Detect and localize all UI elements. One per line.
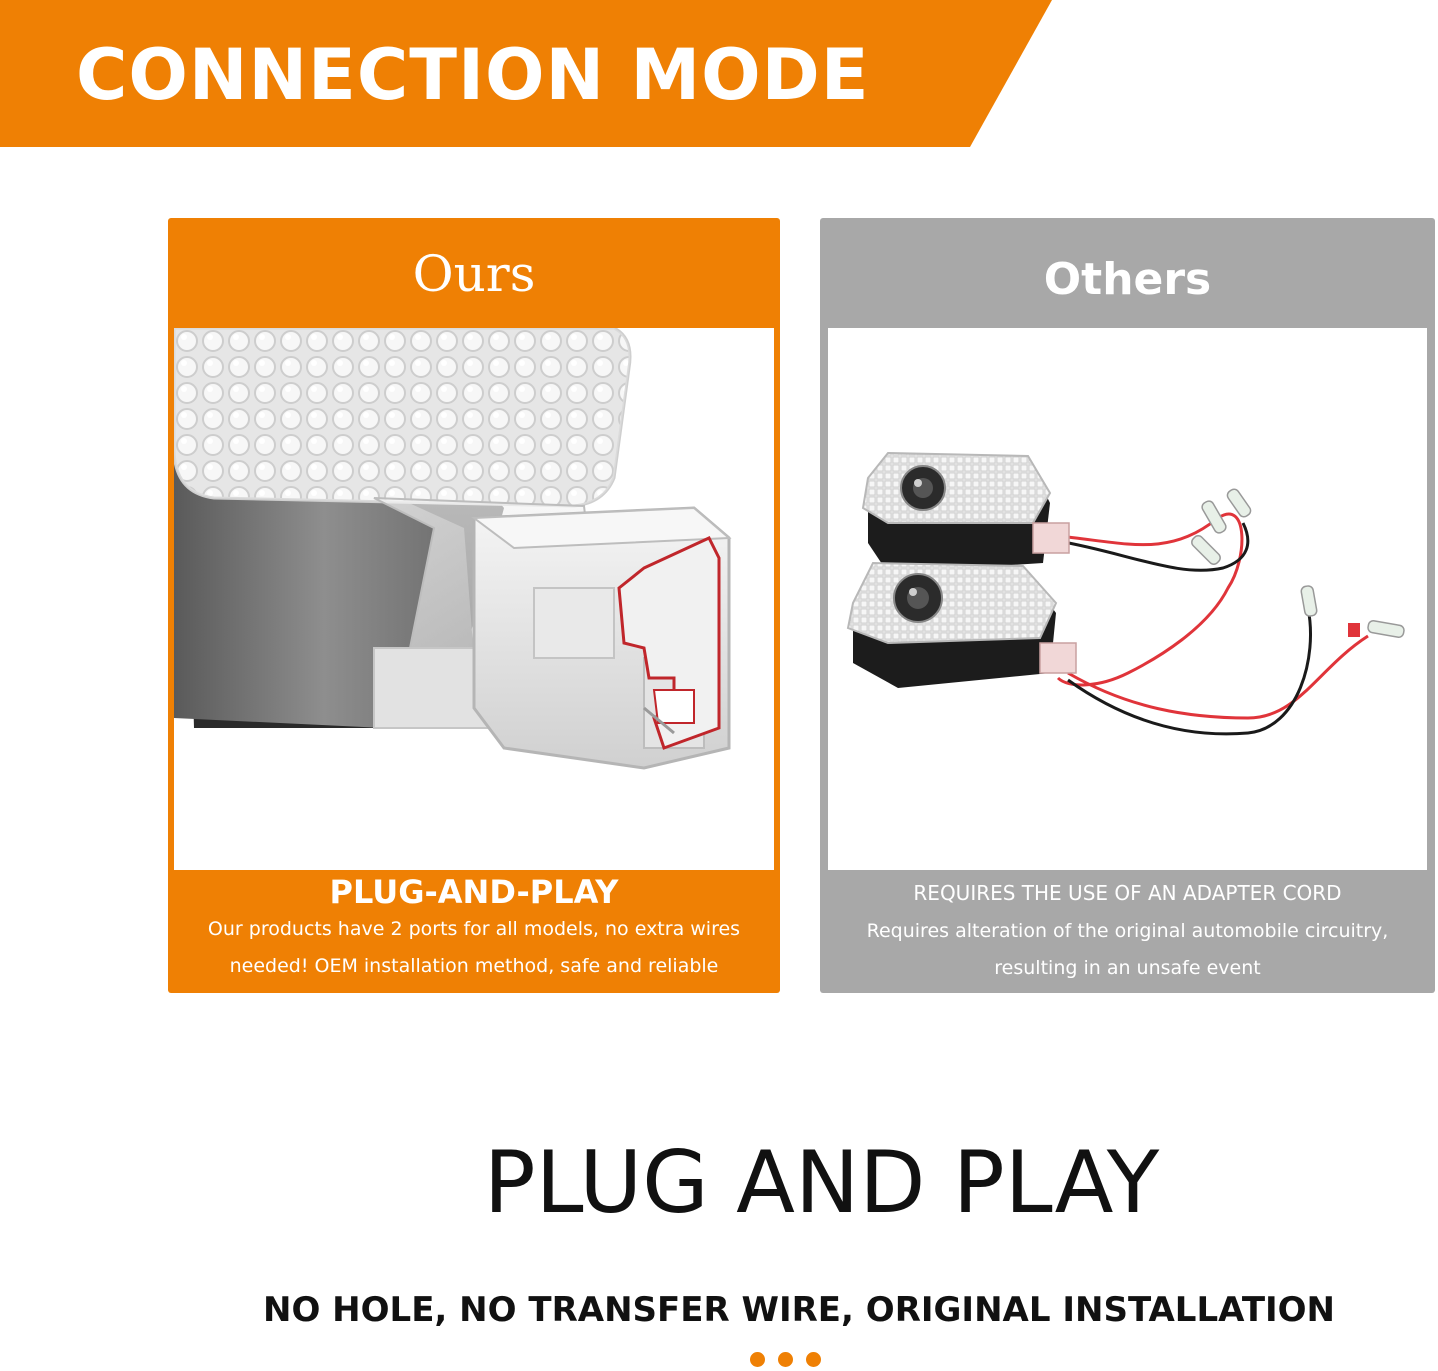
others-caption: REQUIRES THE USE OF AN ADAPTER CORD Requ… (820, 873, 1435, 987)
others-panel: Others (820, 218, 1435, 993)
banner-title: CONNECTION MODE (76, 34, 870, 116)
others-description-line-2: resulting in an unsafe event (994, 957, 1261, 979)
header-banner: CONNECTION MODE (0, 0, 1438, 150)
connector-plug-icon (174, 328, 774, 870)
main-heading: PLUG AND PLAY (483, 1133, 1160, 1233)
pagination-dot[interactable] (750, 1352, 765, 1367)
ours-caption: PLUG-AND-PLAY Our products have 2 ports … (168, 873, 780, 985)
others-title: REQUIRES THE USE OF AN ADAPTER CORD (913, 881, 1342, 905)
banner-shape (0, 0, 1052, 147)
wired-projector-lights-icon (828, 328, 1427, 870)
pagination-dots (750, 1352, 821, 1368)
ours-description-line-2: needed! OEM installation method, safe an… (229, 955, 719, 977)
others-product-image (828, 328, 1427, 870)
pagination-dot[interactable] (806, 1352, 821, 1367)
others-description-line-1: Requires alteration of the original auto… (866, 920, 1389, 942)
ours-title: PLUG-AND-PLAY (329, 873, 619, 911)
ours-description-line-1: Our products have 2 ports for all models… (207, 918, 741, 940)
sub-heading: NO HOLE, NO TRANSFER WIRE, ORIGINAL INST… (262, 1290, 1336, 1330)
ours-panel: Ours (168, 218, 780, 993)
ours-heading: Ours (412, 245, 536, 303)
ours-product-image (174, 328, 774, 870)
others-heading: Others (1043, 254, 1212, 305)
pagination-dot[interactable] (778, 1352, 793, 1367)
